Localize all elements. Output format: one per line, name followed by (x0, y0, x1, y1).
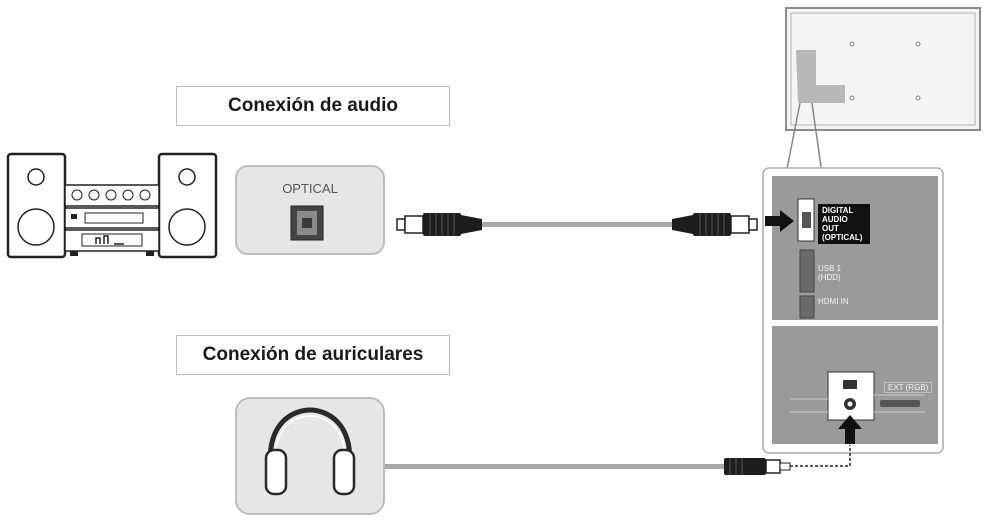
headphones-icon (235, 397, 385, 515)
audio-jack-icon (385, 445, 851, 475)
headphones-connection-label: Conexión de auriculares (176, 335, 450, 375)
ext-rgb-label: EXT (RGB) (884, 382, 933, 393)
stereo-system-icon (6, 152, 218, 259)
arrow-icon (765, 210, 794, 232)
optical-cable-icon (396, 213, 758, 236)
audio-connection-label: Conexión de audio (176, 86, 450, 126)
tv-back-icon (785, 7, 981, 131)
up-arrow-icon (838, 415, 862, 444)
usb-label: USB 1 (HDD) (818, 264, 842, 282)
zoom-lines (785, 102, 823, 175)
optical-port-icon (235, 165, 385, 255)
tv-connection-panel (762, 167, 944, 454)
digital-audio-out-label: DIGITAL AUDIO OUT (OPTICAL) (818, 204, 870, 244)
optical-port-label: OPTICAL (282, 181, 338, 196)
hdmi-in-label: HDMI IN (818, 297, 849, 306)
